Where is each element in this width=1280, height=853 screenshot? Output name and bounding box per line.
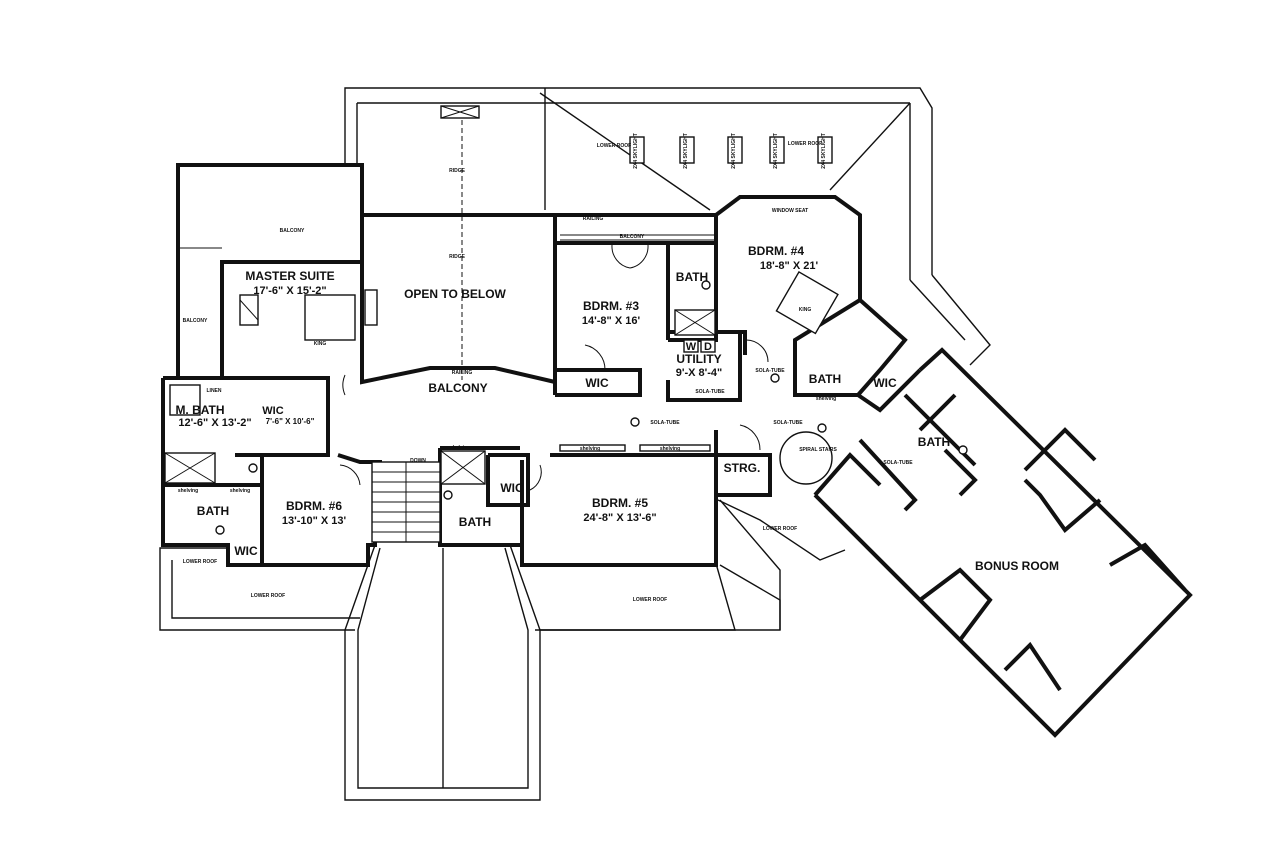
room-labels: MASTER SUITE 17'-6" X 15'-2" OPEN TO BEL… [175,244,1059,573]
bath-label-bdrm5: BATH [459,515,491,529]
shelving-note-6: shelving [816,396,836,402]
roof-lines [159,87,991,801]
railing-note-top: RAILING [583,216,604,222]
master-suite-name: MASTER SUITE [245,269,334,283]
balcony-note-bdrm3: BALCONY [620,234,645,240]
railing-note-balcony: RAILING [452,370,473,376]
skylight-note-4: 2X4 SKYLIGHT [773,133,779,169]
storage-label: STRG. [724,461,761,475]
balcony-label: BALCONY [428,381,487,395]
m-bath-name: M. BATH [175,403,224,417]
lower-roof-note-3: LOWER ROOF [251,593,285,599]
lower-roof-note-5: LOWER ROOF [763,526,797,532]
bdrm5-name: BDRM. #5 [592,496,648,510]
shelving-note-1: shelving [178,488,198,494]
utility-name: UTILITY [676,352,721,366]
bdrm3-dims: 14'-8" X 16' [582,315,641,327]
window-seat-note: WINDOW SEAT [772,208,808,214]
wic-label-bdrm3: WIC [585,376,609,390]
skylight-note-2: 2X4 SKYLIGHT [683,133,689,169]
bdrm4-name: BDRM. #4 [748,244,804,258]
m-wic-dims: 7'-6" X 10'-6" [266,417,315,426]
linen-note: LINEN [207,388,222,394]
sola-tube-note-2: SOLA-TUBE [695,389,725,395]
ridge-note-2: RIDGE [449,254,466,260]
sola-tube-note-4: SOLA-TUBE [773,420,803,426]
bath-label-bdrm6: BATH [197,504,229,518]
king-note-bdrm4: KING [799,307,812,313]
lower-roof-note-1: LOWER ROOF [597,143,631,149]
bdrm6-dims: 13'-10" X 13' [282,515,347,527]
interior-details [164,105,968,543]
bonus-room-name: BONUS ROOM [975,559,1059,573]
spiral-stairs-note: SPIRAL STAIRS [799,447,837,453]
shelving-note-3: shelving [450,445,470,451]
wic-label-bdrm5: WIC [500,481,524,495]
utility-dims: 9'-X 8'-4" [676,367,723,379]
plan-notes: BALCONY BALCONY BALCONY RAILING RAILING … [178,133,913,603]
sola-tube-note-3: SOLA-TUBE [755,368,785,374]
washer-label: W [686,341,697,353]
balcony-note-side: BALCONY [183,318,208,324]
bdrm5-dims: 24'-8" X 13'-6" [583,512,656,524]
bath-label-bonus: BATH [918,435,950,449]
bath-label-bdrm4: BATH [809,372,841,386]
shelving-note-4: shelving [580,446,600,452]
wic-label-bdrm4: WIC [873,376,897,390]
wic-label-bdrm6: WIC [234,544,258,558]
bath-label-bdrm3: BATH [676,270,708,284]
open-to-below-label: OPEN TO BELOW [404,287,506,301]
down-note: DOWN [410,458,426,464]
lower-roof-note-2: LOWER ROOF [788,141,822,147]
m-bath-dims: 12'-6" X 13'-2" [178,417,251,429]
lower-roof-note-4: LOWER ROOF [633,597,667,603]
master-suite-dims: 17'-6" X 15'-2" [253,285,326,297]
shelving-note-5: shelving [660,446,680,452]
skylight-note-1: 2X4 SKYLIGHT [633,133,639,169]
skylight-note-3: 2X4 SKYLIGHT [731,133,737,169]
bdrm4-dims: 18'-8" X 21' [760,260,819,272]
lower-roof-note-6: LOWER ROOF [183,559,217,565]
bdrm6-name: BDRM. #6 [286,499,342,513]
shelving-note-2: shelving [230,488,250,494]
ridge-note-1: RIDGE [449,168,466,174]
sola-tube-note-1: SOLA-TUBE [650,420,680,426]
balcony-note-master: BALCONY [280,228,305,234]
king-note-master: KING [314,341,327,347]
bdrm3-name: BDRM. #3 [583,299,639,313]
m-wic-name: WIC [262,405,283,417]
skylight-note-5: 2X4 SKYLIGHT [821,133,827,169]
sola-tube-note-5: SOLA-TUBE [883,460,913,466]
dryer-label: D [704,341,712,353]
